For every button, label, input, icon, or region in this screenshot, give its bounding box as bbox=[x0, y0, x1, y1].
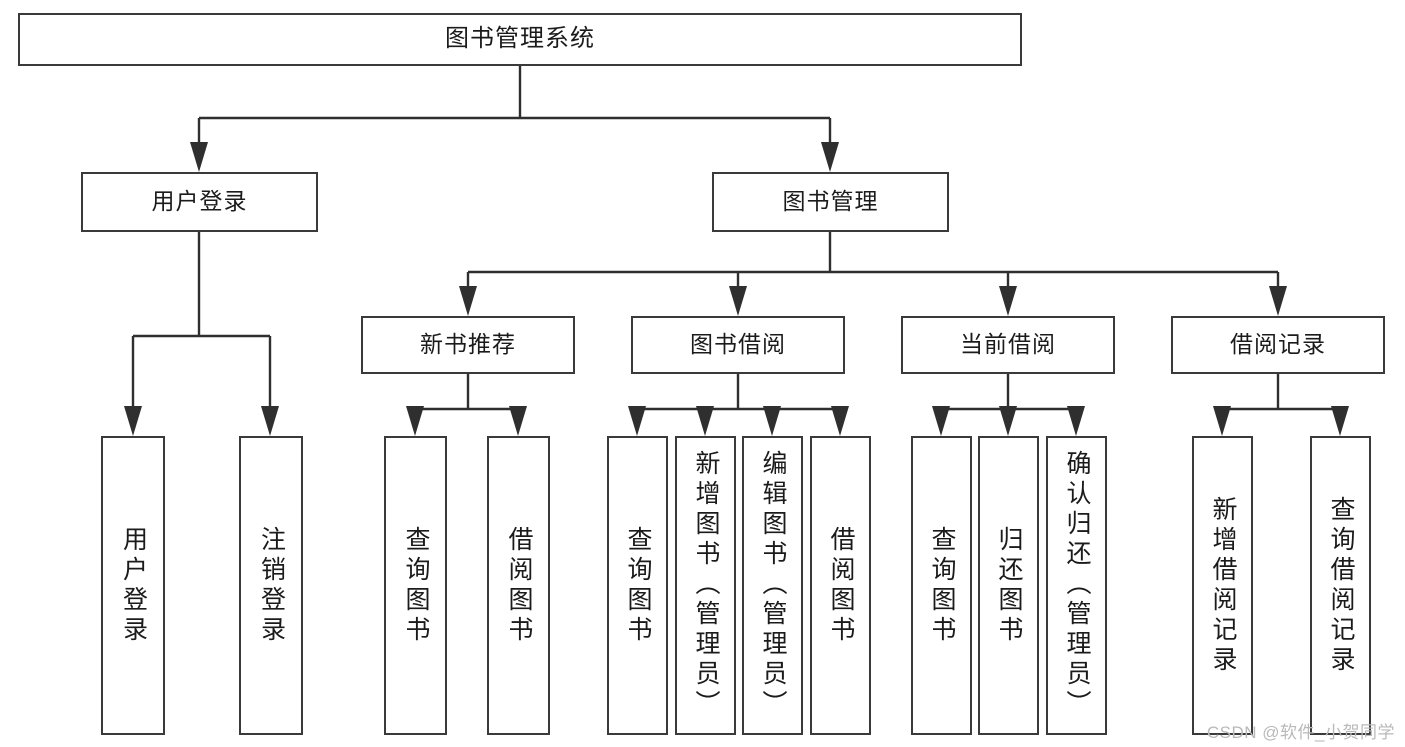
csdn-watermark: CSDN @软件_小贺同学 bbox=[1206, 723, 1395, 742]
node-label: 新增借阅记录 bbox=[1209, 495, 1237, 676]
leaf-user-login[interactable]: 用户登录 bbox=[101, 436, 165, 735]
node-label: 确认归还（管理员） bbox=[1063, 450, 1091, 720]
node-current-borrow[interactable]: 当前借阅 bbox=[901, 316, 1115, 374]
node-root-system[interactable]: 图书管理系统 bbox=[18, 13, 1022, 66]
leaf-add-book-admin[interactable]: 新增图书（管理员） bbox=[675, 436, 736, 735]
node-book-borrow[interactable]: 图书借阅 bbox=[631, 316, 845, 374]
node-book-management[interactable]: 图书管理 bbox=[712, 172, 949, 232]
leaf-return-book[interactable]: 归还图书 bbox=[978, 436, 1039, 735]
node-label: 新书推荐 bbox=[420, 331, 516, 358]
node-label: 注销登录 bbox=[257, 525, 286, 646]
node-label: 用户登录 bbox=[119, 525, 148, 646]
node-label: 新增图书（管理员） bbox=[692, 450, 720, 720]
node-user-login[interactable]: 用户登录 bbox=[81, 172, 318, 232]
node-label: 当前借阅 bbox=[960, 331, 1056, 358]
node-label: 查询图书 bbox=[928, 525, 956, 646]
node-label: 查询图书 bbox=[624, 525, 652, 646]
leaf-edit-book-admin[interactable]: 编辑图书（管理员） bbox=[742, 436, 803, 735]
node-new-book-recommend[interactable]: 新书推荐 bbox=[361, 316, 575, 374]
node-label: 归还图书 bbox=[995, 525, 1023, 646]
node-label: 图书管理 bbox=[782, 188, 879, 215]
node-label: 查询图书 bbox=[402, 525, 430, 646]
leaf-logout-login[interactable]: 注销登录 bbox=[239, 436, 303, 735]
node-label: 借阅图书 bbox=[827, 525, 855, 646]
leaf-query-borrow-record[interactable]: 查询借阅记录 bbox=[1310, 436, 1371, 735]
node-label: 借阅记录 bbox=[1230, 331, 1326, 358]
node-borrow-record[interactable]: 借阅记录 bbox=[1171, 316, 1385, 374]
node-label: 图书管理系统 bbox=[445, 25, 595, 53]
node-label: 借阅图书 bbox=[505, 525, 533, 646]
leaf-borrow-book[interactable]: 借阅图书 bbox=[810, 436, 871, 735]
leaf-add-borrow-record[interactable]: 新增借阅记录 bbox=[1192, 436, 1253, 735]
leaf-confirm-return-admin[interactable]: 确认归还（管理员） bbox=[1046, 436, 1107, 735]
leaf-borrow-book-recommend[interactable]: 借阅图书 bbox=[487, 436, 550, 735]
node-label: 编辑图书（管理员） bbox=[759, 450, 787, 720]
leaf-query-book-borrow[interactable]: 查询图书 bbox=[607, 436, 668, 735]
node-label: 查询借阅记录 bbox=[1327, 495, 1355, 676]
leaf-query-book-recommend[interactable]: 查询图书 bbox=[384, 436, 447, 735]
leaf-query-book-current[interactable]: 查询图书 bbox=[911, 436, 972, 735]
node-label: 用户登录 bbox=[151, 188, 248, 215]
node-label: 图书借阅 bbox=[690, 331, 786, 358]
